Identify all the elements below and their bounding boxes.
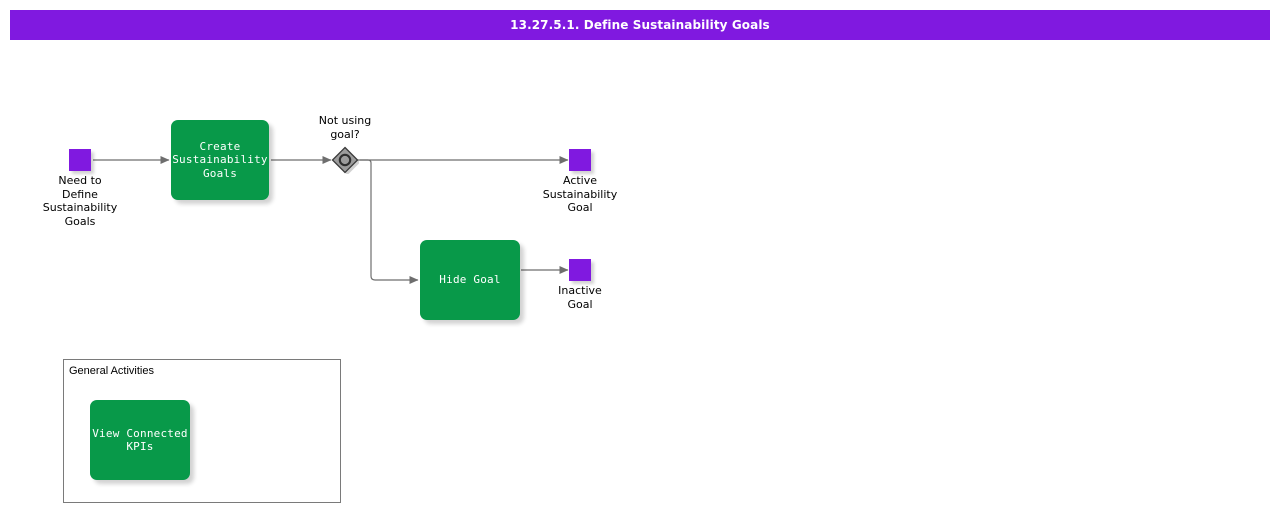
task-create-sustainability-goals-label: Create Sustainability Goals (172, 139, 268, 180)
gateway-not-using-goal-label: Not using goal? (318, 114, 372, 141)
task-hide-goal-label: Hide Goal (439, 273, 501, 287)
page-title: 13.27.5.1. Define Sustainability Goals (510, 18, 770, 32)
start-event-label: Need to Define Sustainability Goals (42, 174, 118, 228)
end-event-active-sustainability-goal-label: Active Sustainability Goal (542, 174, 618, 214)
end-event-active-sustainability-goal[interactable] (569, 149, 591, 171)
end-event-inactive-goal[interactable] (569, 259, 591, 281)
group-general-activities-title: General Activities (69, 365, 154, 377)
task-create-sustainability-goals[interactable]: Create Sustainability Goals (171, 120, 269, 200)
gateway-not-using-goal[interactable] (331, 146, 360, 175)
task-view-connected-kpis[interactable]: View Connected KPIs (90, 400, 190, 480)
start-event-need-to-define-sustainability-goals[interactable] (69, 149, 91, 171)
end-event-inactive-goal-label: Inactive Goal (558, 284, 602, 311)
page-title-bar: 13.27.5.1. Define Sustainability Goals (10, 10, 1270, 40)
task-hide-goal[interactable]: Hide Goal (420, 240, 520, 320)
task-view-connected-kpis-label: View Connected KPIs (92, 426, 188, 454)
